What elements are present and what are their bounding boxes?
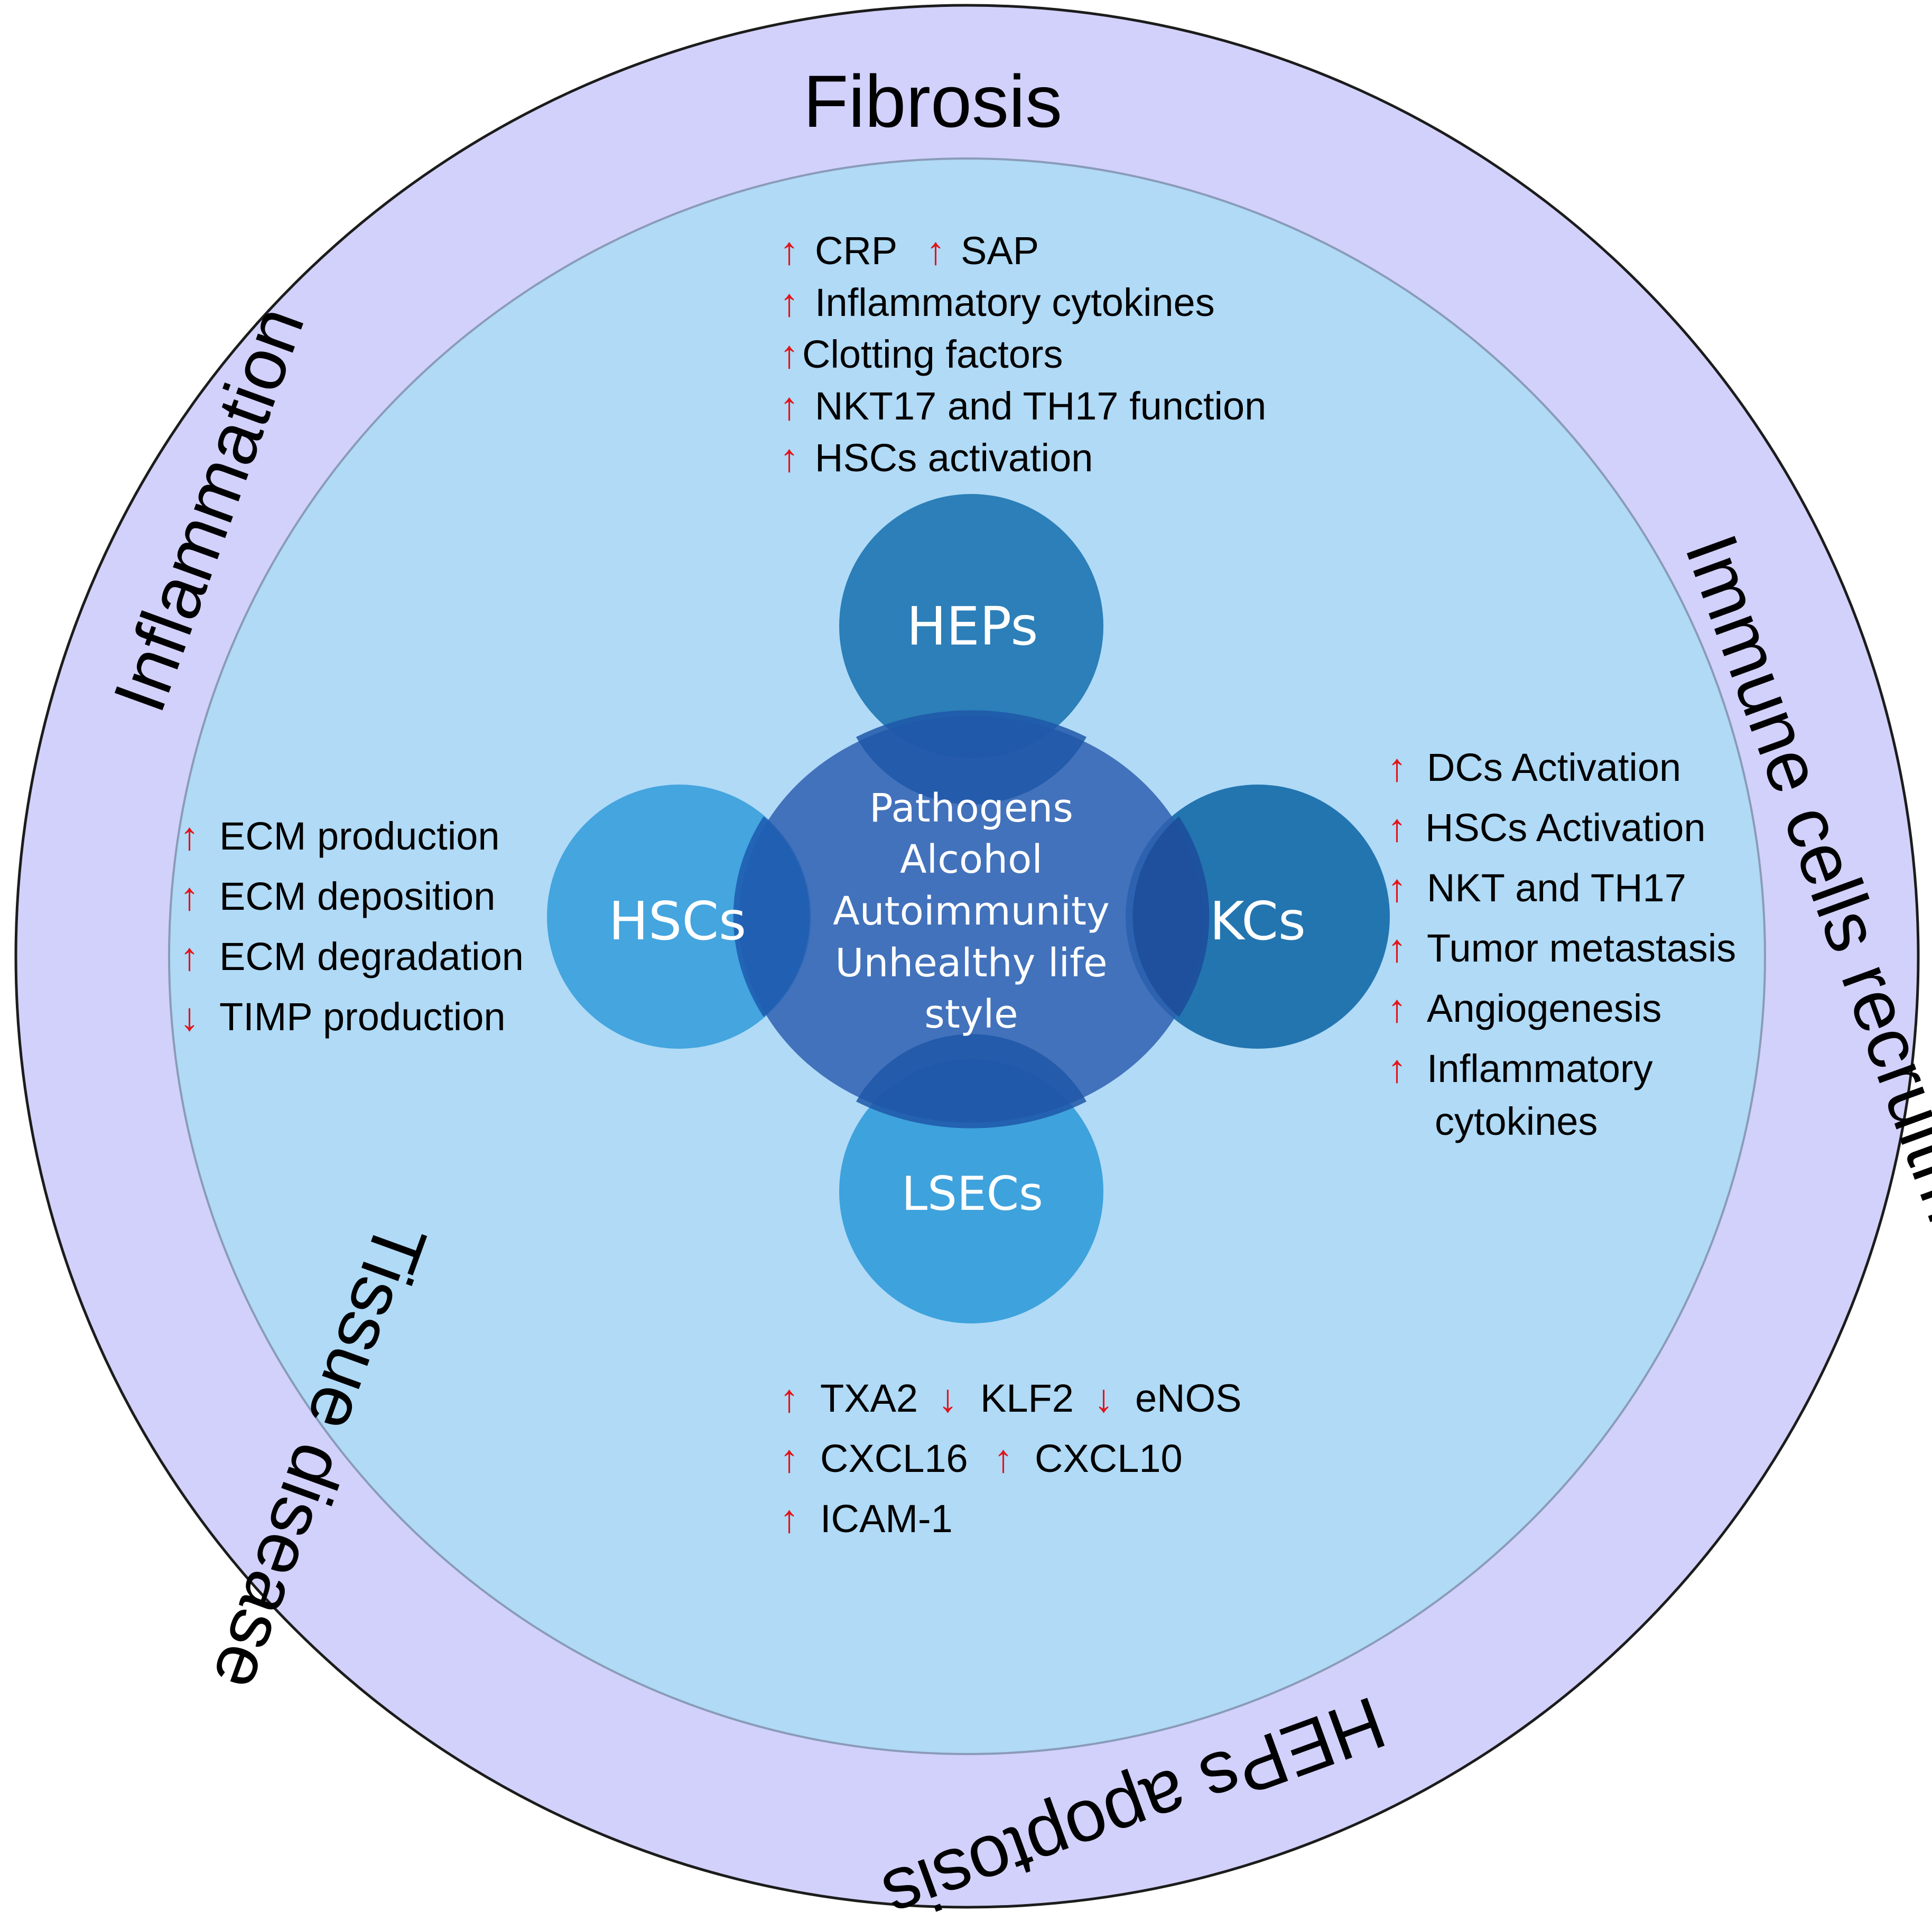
svg-text:↑ Inflammatory cytokines: ↑ Inflammatory cytokines — [779, 281, 1215, 324]
hscs-circle — [547, 785, 811, 1049]
svg-text:↑ Tumor metastasis: ↑ Tumor metastasis — [1387, 926, 1736, 970]
overlap-kcs — [1132, 816, 1210, 1017]
svg-text:↑ CRP ↑ SAP: ↑ CRP ↑ SAP — [779, 229, 1039, 273]
cell-label-hscs: HSCs — [609, 890, 747, 952]
up-arrow-icon: ↑ — [180, 874, 199, 918]
down-arrow-icon: ↓ — [938, 1376, 958, 1420]
heps-effects-list: ↑ CRP ↑ SAP ↑ Inflammatory cytokines ↑ C… — [779, 229, 1266, 480]
up-arrow-icon: ↑ — [779, 229, 799, 273]
up-arrow-icon: ↑ — [180, 935, 199, 978]
svg-text:↓ TIMP production: ↓ TIMP production — [180, 995, 506, 1039]
heps-circle — [839, 494, 1103, 758]
down-arrow-icon: ↓ — [180, 995, 199, 1039]
up-arrow-icon: ↑ — [993, 1437, 1013, 1480]
svg-text:↑ NKT17 and TH17 functio: ↑ NKT17 and TH17 function — [779, 384, 1266, 428]
up-arrow-icon: ↑ — [779, 332, 799, 376]
up-arrow-icon: ↑ — [779, 281, 799, 324]
svg-text:↑ ECM deposition: ↑ ECM deposition — [180, 874, 495, 918]
center-line-4: Unhealthy life — [835, 940, 1107, 986]
overlap-heps — [856, 710, 1086, 805]
ring-label-fibrosis: Fibrosis — [803, 60, 1062, 143]
svg-text:↑ Inflammatory: ↑ Inflammatory — [1387, 1047, 1653, 1090]
up-arrow-icon: ↑ — [779, 436, 799, 480]
overlap-hscs — [733, 816, 810, 1017]
svg-text:↑ Angiogenesis: ↑ Angiogenesis — [1387, 986, 1661, 1030]
center-line-1: Pathogens — [869, 786, 1073, 831]
svg-text:↑ NKT and TH17: ↑ NKT and TH17 — [1387, 866, 1686, 910]
up-arrow-icon: ↑ — [1387, 926, 1407, 970]
cell-label-lsecs: LSECs — [902, 1167, 1043, 1221]
center-line-3: Autoimmunity — [833, 889, 1110, 934]
hscs-effects-list: ↑ ECM production ↑ ECM deposition ↑ ECM … — [180, 814, 524, 1039]
up-arrow-icon: ↑ — [1387, 745, 1407, 789]
svg-text:↑ HSCs Activation: ↑ HSCs Activation — [1387, 806, 1706, 850]
center-ellipse — [739, 716, 1204, 1123]
up-arrow-icon: ↑ — [779, 1376, 799, 1420]
svg-text:↑ TXA2 ↓ KLF: ↑ TXA2 ↓ KLF2 ↓ eNOS — [779, 1376, 1242, 1420]
down-arrow-icon: ↓ — [1094, 1376, 1113, 1420]
up-arrow-icon: ↑ — [180, 814, 199, 858]
svg-text:cytokines: cytokines — [1435, 1099, 1597, 1143]
up-arrow-icon: ↑ — [779, 1497, 799, 1541]
svg-text:↑ ECM degradation: ↑ ECM degradation — [180, 935, 524, 978]
kcs-effects-list: ↑ DCs Activation ↑ HSCs Activation ↑ NKT… — [1387, 745, 1736, 1143]
svg-text:↑ CXCL16 ↑ C: ↑ CXCL16 ↑ CXCL10 — [779, 1437, 1183, 1480]
up-arrow-icon: ↑ — [779, 1437, 799, 1480]
up-arrow-icon: ↑ — [1387, 986, 1407, 1030]
lsecs-circle — [839, 1059, 1103, 1323]
up-arrow-icon: ↑ — [779, 384, 799, 428]
svg-text:↑ ECM production: ↑ ECM production — [180, 814, 500, 858]
svg-text:↑ Clotting factors: ↑ Clotting factors — [779, 332, 1063, 376]
svg-text:↑ HSCs activation: ↑ HSCs activation — [779, 436, 1093, 480]
cell-label-heps: HEPs — [906, 595, 1038, 657]
up-arrow-icon: ↑ — [1387, 806, 1407, 850]
center-line-2: Alcohol — [900, 837, 1043, 882]
up-arrow-icon: ↑ — [1387, 866, 1407, 910]
svg-text:↑ ICAM-1: ↑ ICAM-1 — [779, 1497, 953, 1541]
cell-label-kcs: KCs — [1210, 890, 1306, 952]
center-line-5: style — [924, 992, 1018, 1037]
up-arrow-icon: ↑ — [926, 229, 945, 273]
svg-text:↑ DCs Activation: ↑ DCs Activation — [1387, 745, 1681, 789]
overlap-lsecs — [856, 1034, 1086, 1128]
up-arrow-icon: ↑ — [1387, 1047, 1407, 1090]
lsecs-effects-list: ↑ TXA2 ↓ KLF2 ↓ eNOS ↑ CXCL16 ↑ CXCL10 ↑… — [779, 1376, 1242, 1541]
